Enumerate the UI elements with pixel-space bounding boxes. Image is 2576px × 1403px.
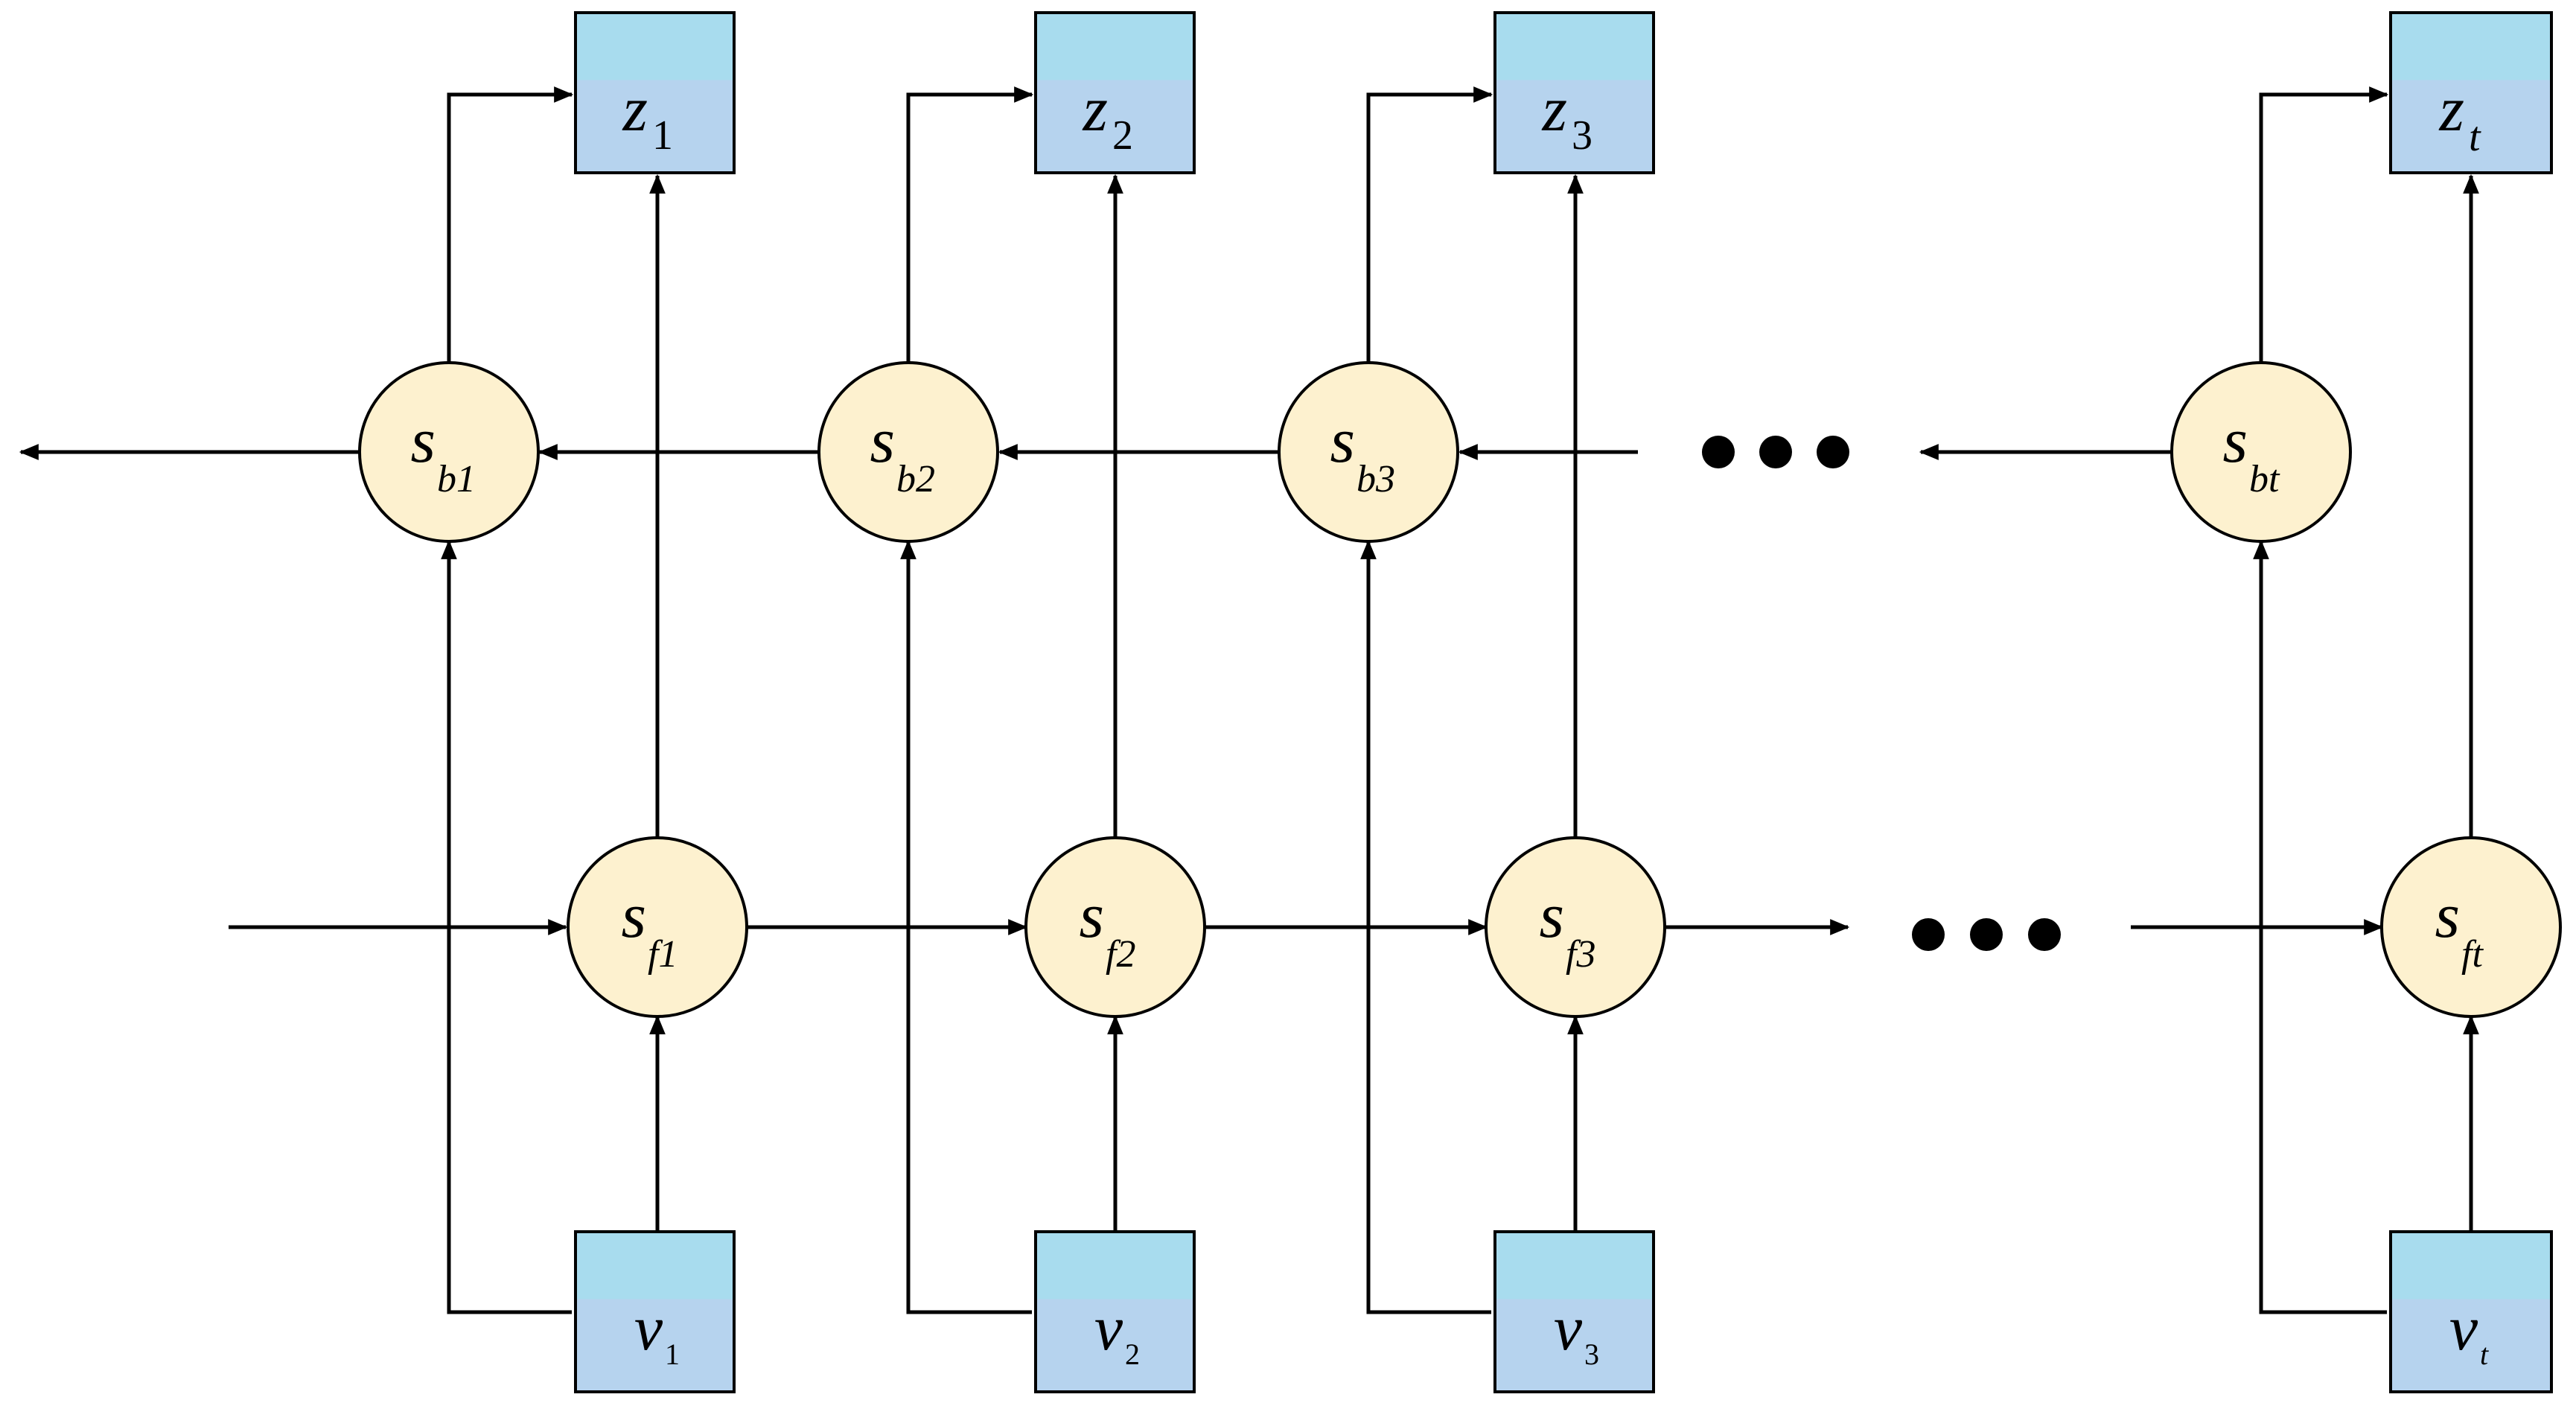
svg-text:f1: f1 — [648, 933, 678, 976]
svg-text:s: s — [1330, 404, 1355, 476]
svg-text:f3: f3 — [1566, 933, 1595, 976]
svg-text:1: 1 — [665, 1337, 680, 1371]
input-node-v1: v 1 — [574, 1230, 736, 1393]
ellipsis-top — [1702, 436, 1849, 468]
svg-text:z: z — [622, 73, 648, 144]
edge-sb1-z1 — [447, 86, 574, 363]
svg-text:s: s — [1080, 879, 1104, 951]
column-1: z 1 s b1 s f1 v 1 — [358, 11, 748, 1393]
svg-text:b3: b3 — [1356, 458, 1395, 500]
input-node-v3: v 3 — [1493, 1230, 1655, 1393]
edge-v1-sb1 — [441, 539, 572, 1314]
input-node-vt: v t — [2389, 1230, 2553, 1393]
output-node-z2: z 2 — [1034, 11, 1196, 174]
svg-text:s: s — [2223, 404, 2248, 476]
column-2: z 2 s b2 s f2 v 2 — [817, 11, 1206, 1393]
svg-text:z: z — [2439, 73, 2464, 144]
svg-text:3: 3 — [1584, 1337, 1599, 1371]
column-3: z 3 s b3 s f3 v 3 — [1278, 11, 1666, 1393]
svg-text:s: s — [1540, 879, 1564, 951]
svg-text:t: t — [2480, 1337, 2489, 1371]
backward-state-sb2: s b2 — [817, 361, 999, 543]
svg-text:3: 3 — [1572, 112, 1593, 159]
input-node-v2: v 2 — [1034, 1230, 1196, 1393]
backward-state-sb3: s b3 — [1278, 361, 1459, 543]
svg-text:z: z — [1083, 73, 1108, 144]
svg-text:b2: b2 — [896, 458, 935, 500]
column-t: z t s bt s ft v t — [2170, 11, 2562, 1393]
svg-text:s: s — [622, 879, 646, 951]
svg-text:s: s — [411, 404, 436, 476]
forward-state-sf1: s f1 — [567, 836, 748, 1018]
svg-text:v: v — [1094, 1292, 1123, 1364]
backward-state-sbt: s bt — [2170, 361, 2352, 543]
edge-vt-sbt — [2253, 539, 2387, 1314]
svg-text:b1: b1 — [437, 458, 476, 500]
output-node-z1: z 1 — [574, 11, 736, 174]
edge-v2-sb2 — [900, 539, 1032, 1314]
svg-text:ft: ft — [2461, 933, 2484, 976]
output-node-z3: z 3 — [1493, 11, 1655, 174]
edge-sb3-z3 — [1366, 86, 1493, 363]
svg-text:1: 1 — [652, 112, 673, 159]
edge-v3-sb3 — [1360, 539, 1491, 1314]
svg-text:v: v — [2449, 1292, 2478, 1364]
edge-sb2-z2 — [906, 86, 1034, 363]
ellipsis-bottom — [1912, 918, 2061, 951]
svg-text:bt: bt — [2249, 458, 2280, 500]
edge-sbt-zt — [2259, 86, 2389, 363]
forward-state-sf2: s f2 — [1024, 836, 1206, 1018]
svg-text:2: 2 — [1125, 1337, 1140, 1371]
backward-state-sb1: s b1 — [358, 361, 540, 543]
forward-state-sf3: s f3 — [1485, 836, 1666, 1018]
svg-text:2: 2 — [1112, 112, 1133, 159]
svg-text:t: t — [2469, 114, 2481, 160]
svg-text:s: s — [870, 404, 895, 476]
svg-text:v: v — [1554, 1292, 1583, 1364]
forward-state-sft: s ft — [2380, 836, 2562, 1018]
connectors — [19, 86, 2479, 1314]
output-node-zt: z t — [2389, 11, 2553, 174]
svg-text:s: s — [2435, 879, 2460, 951]
svg-text:f2: f2 — [1106, 933, 1135, 976]
svg-text:z: z — [1542, 73, 1567, 144]
svg-text:v: v — [634, 1292, 663, 1364]
